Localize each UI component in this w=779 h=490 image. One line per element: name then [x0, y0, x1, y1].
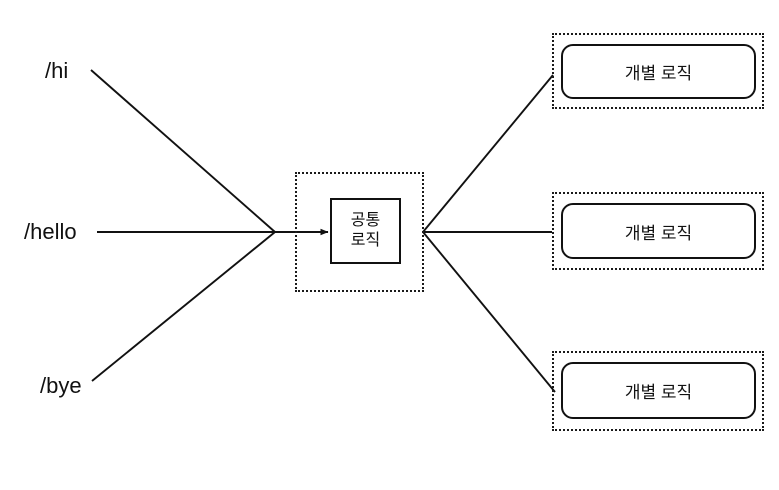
- edge-hi-to-common: [90, 69, 276, 233]
- edge-common-to-logic-3: [422, 231, 556, 393]
- branch-box-2: 개별 로직: [561, 203, 756, 259]
- branch-group-1: [552, 33, 764, 109]
- route-label-hello: /hello: [24, 219, 77, 244]
- edge-bye-to-common: [91, 231, 276, 382]
- branch-box-3: 개별 로직: [561, 362, 756, 419]
- branch-label-3: 개별 로직: [624, 383, 693, 402]
- common-logic-group: [295, 172, 424, 292]
- common-logic-label-line-2: 로직: [350, 232, 381, 249]
- route-label-bye: /bye: [40, 373, 82, 398]
- branch-label-2: 개별 로직: [624, 223, 693, 243]
- edge-common-to-logic-1: [422, 74, 554, 233]
- branch-group-3: [552, 351, 764, 431]
- branch-box-1: 개별 로직: [561, 44, 756, 99]
- branch-label-1: 개별 로직: [624, 64, 693, 83]
- common-logic-label-line-1: 공통: [350, 212, 381, 230]
- route-label-hi: /hi: [45, 58, 69, 83]
- branch-group-2: [552, 192, 764, 270]
- common-logic-box: 공통 로직: [330, 198, 401, 264]
